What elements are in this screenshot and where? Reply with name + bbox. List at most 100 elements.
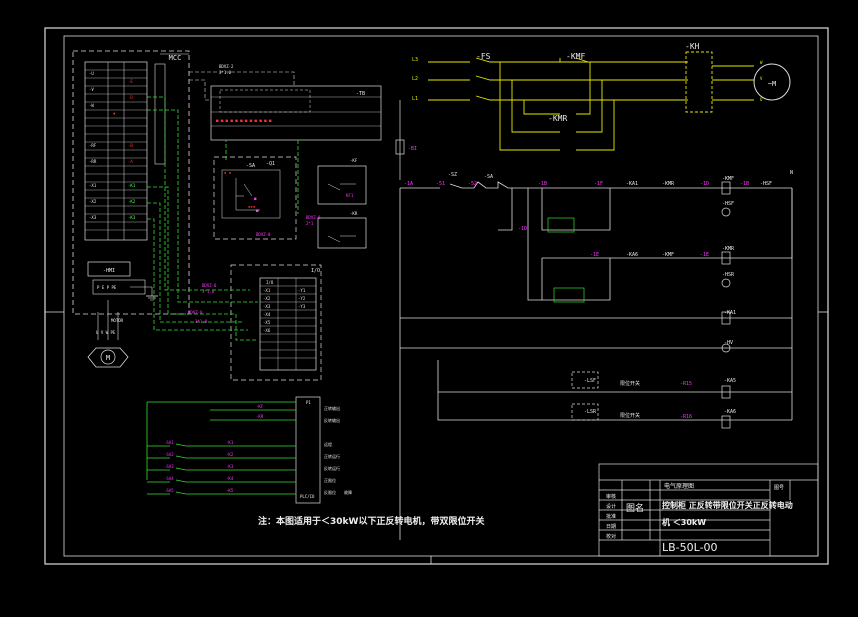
svg-text:-E: -E	[128, 79, 133, 84]
rung-fwd-3: -KMR	[662, 181, 675, 187]
mcc-cabinet: MCC -U-V-W -RF-RR-X1 -X2-X3 -E-D-B -A▼	[72, 50, 190, 315]
svg-text:-Y1: -Y1	[298, 288, 306, 293]
svg-text:-D: -D	[128, 95, 133, 100]
svg-text:远程: 远程	[324, 441, 332, 447]
svg-text:-B: -B	[128, 143, 133, 148]
drawing-border-inner	[63, 35, 819, 557]
drawing-title-2: 机 ＜30kW	[662, 518, 707, 527]
title-block-header: 电气原理图	[664, 483, 695, 490]
title-label-check: 校对	[606, 534, 617, 540]
svg-text:U V W PE: U V W PE	[96, 330, 116, 335]
kmr-label: -KMR	[548, 114, 567, 123]
svg-text:-1B: -1B	[538, 181, 547, 187]
terminal-box: -TB ■ ■ ■ ■ ■ ■ ■ ■ ■ ■ ■ ■ BDVZ-2 3*1.0	[210, 64, 382, 141]
title-sheet-label-right: 图号	[774, 485, 785, 491]
svg-text:MOTOR: MOTOR	[111, 318, 124, 323]
svg-text:-KR: -KR	[350, 211, 358, 216]
svg-text:-X3: -X3	[89, 215, 97, 220]
svg-text:2*1: 2*1	[306, 221, 314, 226]
selector-label: -SA	[484, 174, 493, 180]
svg-text:3*1.0: 3*1.0	[202, 289, 215, 294]
kmf-label: -KMF	[566, 52, 585, 61]
plc-input-5: -K5	[226, 488, 234, 493]
svg-text:3*1.0: 3*1.0	[195, 319, 208, 324]
svg-text:-SA5: -SA5	[164, 488, 174, 493]
bus-label: -BI	[408, 146, 417, 152]
bus-fuse: -BI	[395, 100, 417, 180]
svg-text:-KF: -KF	[350, 158, 358, 163]
svg-text:反转运行: 反转运行	[324, 465, 340, 471]
limit-r-relay: -KA6	[724, 409, 736, 415]
svg-text:-K2: -K2	[128, 199, 136, 204]
svg-text:BDVZ-0: BDVZ-0	[256, 232, 271, 237]
motor-terminal-u: U	[760, 97, 763, 102]
svg-text:-U: -U	[89, 71, 94, 76]
svg-text:-RF: -RF	[89, 143, 97, 148]
svg-text:-1E: -1E	[590, 252, 599, 258]
svg-text:-RR: -RR	[89, 159, 97, 164]
svg-text:■ ■ ■ ■ ■ ■ ■ ■ ■ ■ ■ ■: ■ ■ ■ ■ ■ ■ ■ ■ ■ ■ ■ ■	[216, 118, 272, 123]
white-wiring	[189, 71, 295, 101]
limit-f-label: -LSF	[584, 378, 596, 384]
svg-text:-SA4: -SA4	[164, 476, 174, 481]
svg-text:3*1.0: 3*1.0	[219, 70, 232, 75]
svg-text:故障: 故障	[344, 489, 352, 495]
svg-text:▼: ▼	[113, 111, 116, 116]
drawing-title-1: 控制柜 正反转带限位开关正反转电动	[662, 501, 793, 510]
svg-text:-1D: -1D	[518, 226, 527, 232]
svg-text:-1B: -1B	[740, 181, 749, 187]
svg-text:BDVZ-0: BDVZ-0	[202, 283, 217, 288]
motor-symbol-left: U V W PE MOTOR M	[87, 300, 129, 368]
control-coils	[547, 181, 731, 429]
svg-text:-SA2: -SA2	[164, 452, 174, 457]
green-wiring	[147, 96, 299, 341]
plc-output-kf: -KF	[256, 404, 264, 409]
plc-io-block: P1 PLC/IO -KF -KR -K1 -K2 -K3 -K4 -K5 -S…	[146, 396, 352, 504]
svg-text:-R16: -R16	[680, 414, 692, 420]
svg-text:-X2: -X2	[263, 296, 271, 301]
svg-text:-51: -51	[436, 181, 445, 187]
svg-text:-X6: -X6	[263, 328, 271, 333]
svg-text:-V: -V	[89, 87, 94, 92]
breaker-label: -SZ	[448, 172, 457, 178]
tb-label: -TB	[356, 91, 365, 97]
rung-rev-2: -KA6	[626, 252, 638, 258]
svg-text:I/O: I/O	[266, 280, 274, 285]
plc-input-1: -K1	[226, 440, 234, 445]
svg-text:-Y3: -Y3	[298, 304, 306, 309]
plc-input-2: -K2	[226, 452, 234, 457]
hmi-label: -HMI	[103, 268, 115, 274]
svg-text:正限位: 正限位	[324, 477, 336, 483]
svg-text:正转运行: 正转运行	[324, 453, 340, 459]
motor-main: ~M W V U	[753, 60, 791, 102]
svg-text:-SA3: -SA3	[164, 464, 174, 469]
svg-text:-X5: -X5	[263, 320, 271, 325]
svg-text:-X1: -X1	[263, 288, 271, 293]
main-motor-label: ~M	[768, 80, 776, 88]
svg-text:KF1: KF1	[346, 193, 354, 198]
svg-text:-X4: -X4	[263, 312, 271, 317]
svg-text:-K3: -K3	[128, 215, 136, 220]
svg-text:反限位: 反限位	[324, 489, 336, 495]
phase-l3: L3	[412, 57, 418, 63]
rung-fwd-2: -KA1	[626, 181, 638, 187]
svg-text:-X1: -X1	[89, 183, 97, 188]
svg-text:正转输出: 正转输出	[324, 405, 340, 411]
svg-text:P E P PE: P E P PE	[97, 285, 117, 290]
io-label: I/O	[311, 268, 320, 274]
limit-r-label: -LSR	[584, 409, 597, 415]
power-circuit	[428, 51, 754, 151]
limit-f-relay: -KA5	[724, 378, 736, 384]
svg-text:■: ■	[254, 196, 257, 201]
rung-rev-4: -HSR	[722, 272, 735, 278]
fuse-label: -FS	[476, 52, 491, 61]
title-label-design: 设计	[606, 504, 617, 510]
svg-text:■: ■	[256, 208, 259, 213]
relay-boxes: -KF KF1 -KR BDVZ-0 2*1	[306, 158, 367, 249]
title-label-date: 日期	[606, 524, 617, 530]
svg-text:BDVZ-0: BDVZ-0	[188, 310, 203, 315]
plc-output-kr: -KR	[256, 414, 264, 419]
drawing-border-outer	[44, 27, 829, 565]
phase-l2: L2	[412, 76, 418, 82]
mcc-label: MCC	[169, 54, 182, 62]
